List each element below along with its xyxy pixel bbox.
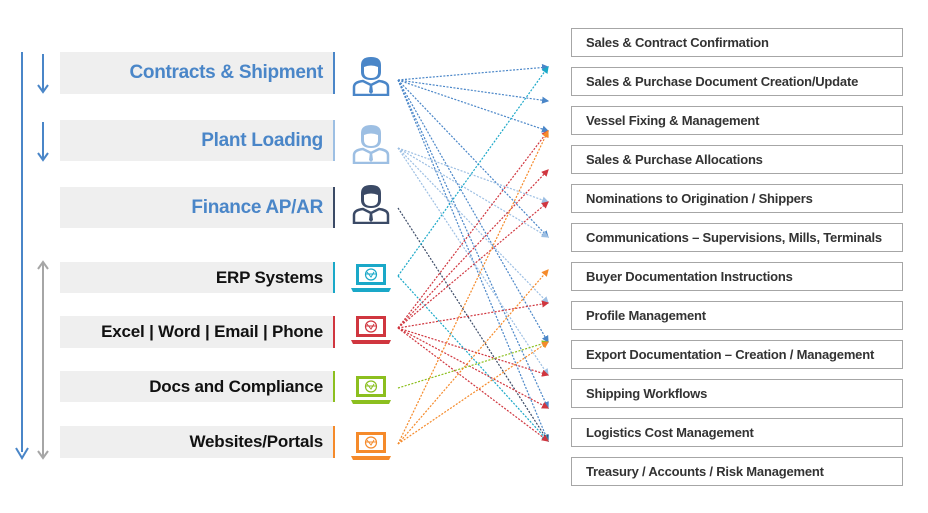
source-accent-bar — [333, 426, 335, 458]
process-box-7: Profile Management — [571, 301, 903, 330]
source-accent-bar — [333, 52, 335, 94]
source-label-2: Finance AP/AR — [60, 187, 333, 228]
source-label-6: Websites/Portals — [60, 426, 333, 458]
connector-arrow — [397, 79, 549, 238]
laptop-icon — [350, 430, 392, 470]
connector-arrow — [397, 63, 550, 81]
connector-arrow — [397, 201, 549, 329]
process-box-2: Vessel Fixing & Management — [571, 106, 903, 135]
process-box-4: Nominations to Origination / Shippers — [571, 184, 903, 213]
connector-arrow — [397, 147, 550, 238]
process-box-3: Sales & Purchase Allocations — [571, 145, 903, 174]
process-box-1: Sales & Purchase Document Creation/Updat… — [571, 67, 903, 96]
connector-arrow — [397, 79, 549, 344]
connector-arrow — [397, 207, 549, 443]
connector-arrow — [397, 300, 550, 329]
process-box-6: Buyer Documentation Instructions — [571, 262, 903, 291]
process-box-9: Shipping Workflows — [571, 379, 903, 408]
step-arrowhead-contracts — [37, 84, 49, 94]
process-box-0: Sales & Contract Confirmation — [571, 28, 903, 57]
connector-arrow — [397, 275, 549, 442]
systems-arrowhead-down — [37, 450, 49, 460]
connector-arrow — [397, 169, 549, 329]
person-icon — [350, 56, 392, 97]
connector-arrow — [397, 79, 550, 443]
connector-arrow — [397, 327, 550, 409]
source-label-1: Plant Loading — [60, 120, 333, 161]
person-icon — [350, 184, 392, 225]
connector-arrow — [397, 66, 549, 277]
person-icon — [350, 124, 392, 165]
connector-arrow — [397, 79, 550, 104]
source-label-0: Contracts & Shipment — [60, 52, 333, 94]
connector-arrow — [397, 130, 549, 329]
connector-arrow — [397, 327, 549, 442]
process-box-8: Export Documentation – Creation / Manage… — [571, 340, 903, 369]
source-accent-bar — [333, 316, 335, 348]
process-box-5: Communications – Supervisions, Mills, Te… — [571, 223, 903, 252]
step-arrowhead-plant — [37, 152, 49, 162]
connector-arrow — [397, 147, 550, 204]
source-label-4: Excel | Word | Email | Phone — [60, 316, 333, 348]
systems-arrowhead-up — [37, 260, 49, 270]
source-label-3: ERP Systems — [60, 262, 333, 293]
connector-arrow — [397, 341, 549, 445]
source-accent-bar — [333, 120, 335, 161]
process-box-10: Logistics Cost Management — [571, 418, 903, 447]
laptop-icon — [350, 262, 392, 302]
laptop-icon — [350, 314, 392, 354]
laptop-icon — [350, 374, 392, 414]
connector-arrow — [397, 79, 550, 133]
connector-arrow — [397, 129, 549, 445]
source-accent-bar — [333, 187, 335, 228]
source-accent-bar — [333, 262, 335, 293]
connector-arrow — [397, 147, 549, 304]
connector-arrow — [397, 79, 549, 410]
source-label-5: Docs and Compliance — [60, 371, 333, 402]
connector-arrow — [397, 327, 550, 377]
connector-arrow — [397, 340, 550, 389]
source-accent-bar — [333, 371, 335, 402]
process-flow-arrowhead — [15, 447, 29, 460]
process-box-11: Treasury / Accounts / Risk Management — [571, 457, 903, 486]
